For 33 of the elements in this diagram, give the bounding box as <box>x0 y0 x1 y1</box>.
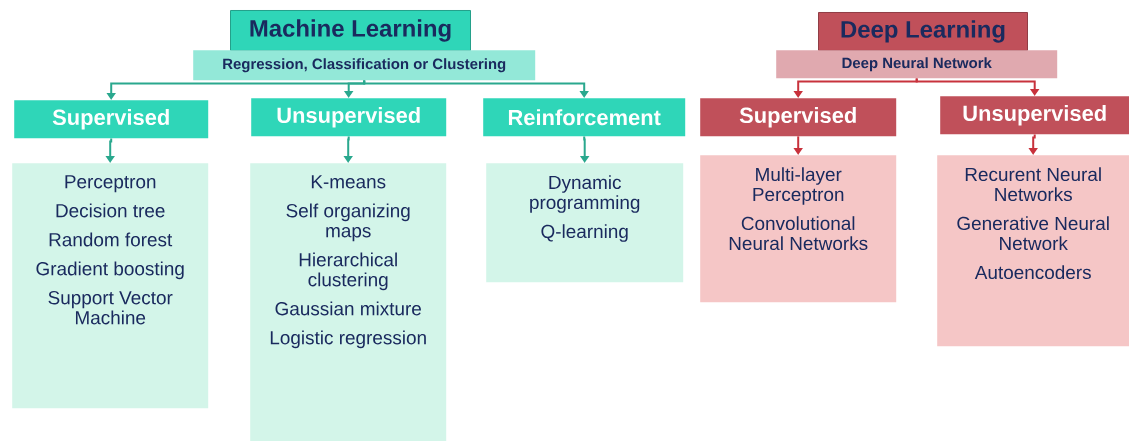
method-list-box <box>486 163 684 283</box>
method-label: Gradient boosting <box>36 261 184 280</box>
category-box: Supervised <box>700 98 897 137</box>
method-label: Gaussian mixture <box>275 301 421 316</box>
subtitle-band: Deep Neural Network <box>776 50 1058 79</box>
method-list-box <box>250 163 447 441</box>
title-box: Deep Learning <box>818 12 1028 51</box>
method-label: Convolutional Neural Networks <box>729 216 868 251</box>
category-box: Reinforcement <box>483 98 686 137</box>
category-box: Unsupervised <box>251 98 447 137</box>
arrow <box>915 77 1040 96</box>
method-label: Q-learning <box>541 224 628 242</box>
arrow <box>363 79 589 98</box>
category-box: Unsupervised <box>940 96 1129 135</box>
category-box: Supervised <box>14 100 209 139</box>
method-label: Hierarchical clustering <box>299 252 397 291</box>
method-list-box <box>937 155 1129 347</box>
method-label: Logistic regression <box>270 330 426 349</box>
method-label: K-means <box>311 175 386 189</box>
method-label: Generative Neural Network <box>957 216 1109 251</box>
method-label: Autoencoders <box>974 265 1091 280</box>
method-label: Dynamic programming <box>530 175 640 213</box>
title-box: Machine Learning <box>230 10 471 51</box>
method-label: Recurent Neural Networks <box>965 167 1101 202</box>
method-label: Support Vector Machine <box>48 291 173 325</box>
method-label: Decision tree <box>56 203 165 218</box>
method-list-box <box>12 163 209 409</box>
method-list-box <box>700 155 897 303</box>
method-label: Perceptron <box>65 175 156 193</box>
method-label: Random forest <box>49 232 173 247</box>
subtitle-band: Regression, Classification or Clustering <box>193 50 536 81</box>
method-label: Multi-layer Perceptron <box>753 167 844 205</box>
method-label: Self organizing maps <box>286 203 410 242</box>
